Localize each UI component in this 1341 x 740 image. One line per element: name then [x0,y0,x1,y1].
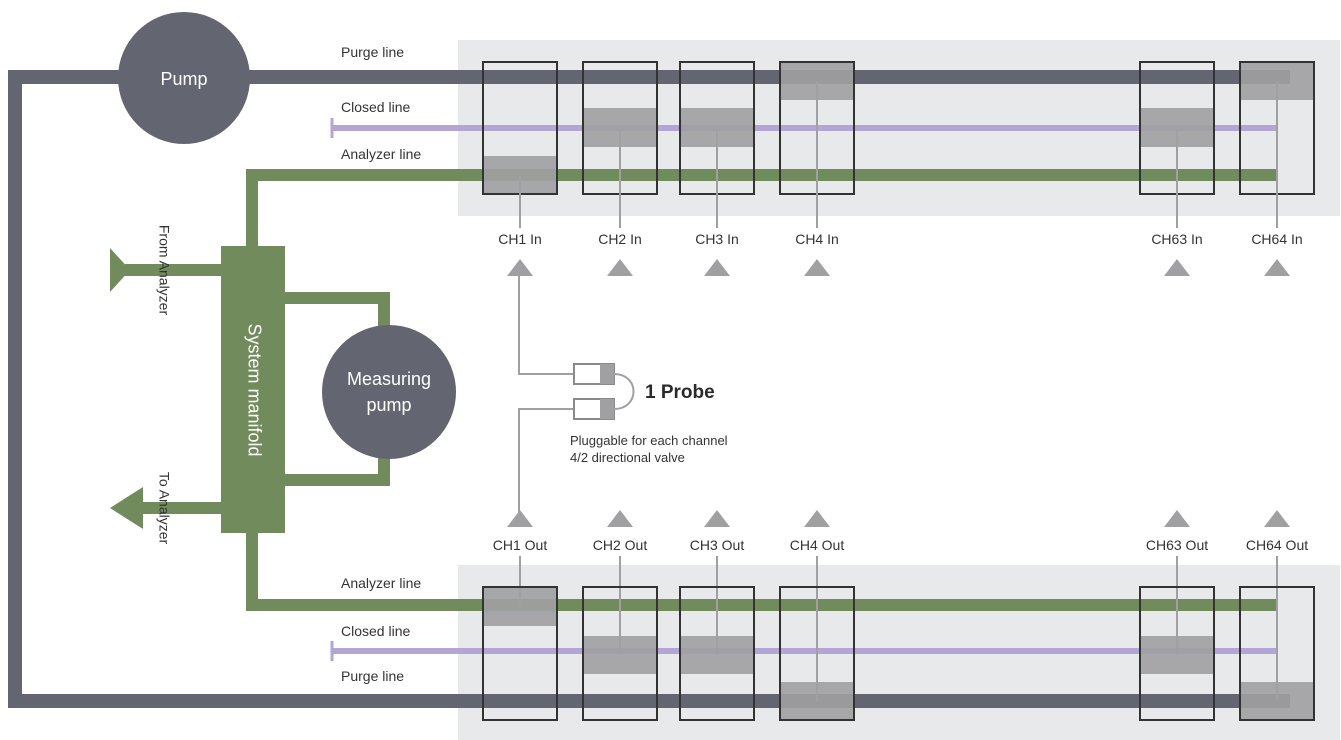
channel-out-label: CH4 Out [790,537,845,553]
output-arrow-icon [804,510,830,527]
from-analyzer-arrow [110,248,130,292]
bottom-purge-line-label: Purge line [341,668,404,684]
input-arrow-icon [507,259,533,276]
output-valve[interactable] [779,586,855,721]
channel-out-label: CH64 Out [1246,537,1308,553]
top-purge-line-label: Purge line [341,44,404,60]
channel-out-label: CH63 Out [1146,537,1208,553]
valve-cell [1240,682,1314,720]
system-manifold [221,246,285,533]
output-arrow-icon [1164,510,1190,527]
output-valve[interactable] [482,586,558,721]
input-arrow-icon [1264,259,1290,276]
bottom-analyzer-line-label: Analyzer line [341,575,421,591]
channel-in-label: CH64 In [1251,231,1302,247]
channel-out-label: CH1 Out [493,537,548,553]
output-valve[interactable] [679,586,755,721]
input-arrow-icon [704,259,730,276]
channel-in-label: CH3 In [695,231,739,247]
bottom-closed-line-label: Closed line [341,623,410,639]
pump-label: Pump [160,69,207,89]
to-analyzer-arrow [110,487,143,529]
channel-out-label: CH3 Out [690,537,745,553]
input-arrow-icon [804,259,830,276]
output-arrow-icon [704,510,730,527]
measuring-pump-label-1: Measuring [347,369,431,389]
pump[interactable] [118,12,250,144]
system-manifold-label: System manifold [244,323,264,456]
valve-cell [680,636,754,674]
bottom-analyzer-line [246,533,1278,611]
valve-cell [583,636,657,674]
channel-in-label: CH1 In [498,231,542,247]
output-arrow-icon [507,510,533,527]
channel-in-label: CH2 In [598,231,642,247]
probe-plug-upper-tip [600,364,614,384]
probe-label: 1 Probe [645,382,715,403]
measuring-pump[interactable] [322,325,456,459]
channel-in-label: CH4 In [795,231,839,247]
input-channels: CH1 In CH2 In CH3 In CH4 In CH63 In CH64 In [482,61,1315,276]
output-valve[interactable] [1139,586,1215,721]
top-analyzer-line-label: Analyzer line [341,146,421,162]
measuring-pump-label-2: pump [366,395,411,415]
valve-cell [483,587,557,626]
probe-plug-lower-tip [600,399,614,419]
measuring-pump-loop [285,292,390,486]
output-valve[interactable] [1239,586,1315,721]
channel-out-label: CH2 Out [593,537,648,553]
valve-cell [780,682,854,720]
probe-note-1: Pluggable for each channel [570,433,728,448]
probe-out-line [518,408,574,520]
input-arrow-icon [1164,259,1190,276]
purge-loop [8,70,1290,708]
input-arrow-icon [607,259,633,276]
to-analyzer-label: To Analyzer [156,472,172,545]
output-arrow-icon [607,510,633,527]
output-arrow-icon [1264,510,1290,527]
output-valve[interactable] [582,586,658,721]
output-channels: CH1 Out CH2 Out CH3 Out CH4 Out CH63 Out CH64… [482,510,1315,721]
top-closed-line-label: Closed line [341,99,410,115]
channel-in-label: CH63 In [1151,231,1202,247]
top-analyzer-line [246,169,1278,246]
valve-cell [1140,636,1214,674]
probe-loop [613,373,635,410]
probe-note-2: 4/2 directional valve [570,450,685,465]
probe-in-line [518,275,574,375]
from-analyzer-label: From Analyzer [156,225,172,316]
